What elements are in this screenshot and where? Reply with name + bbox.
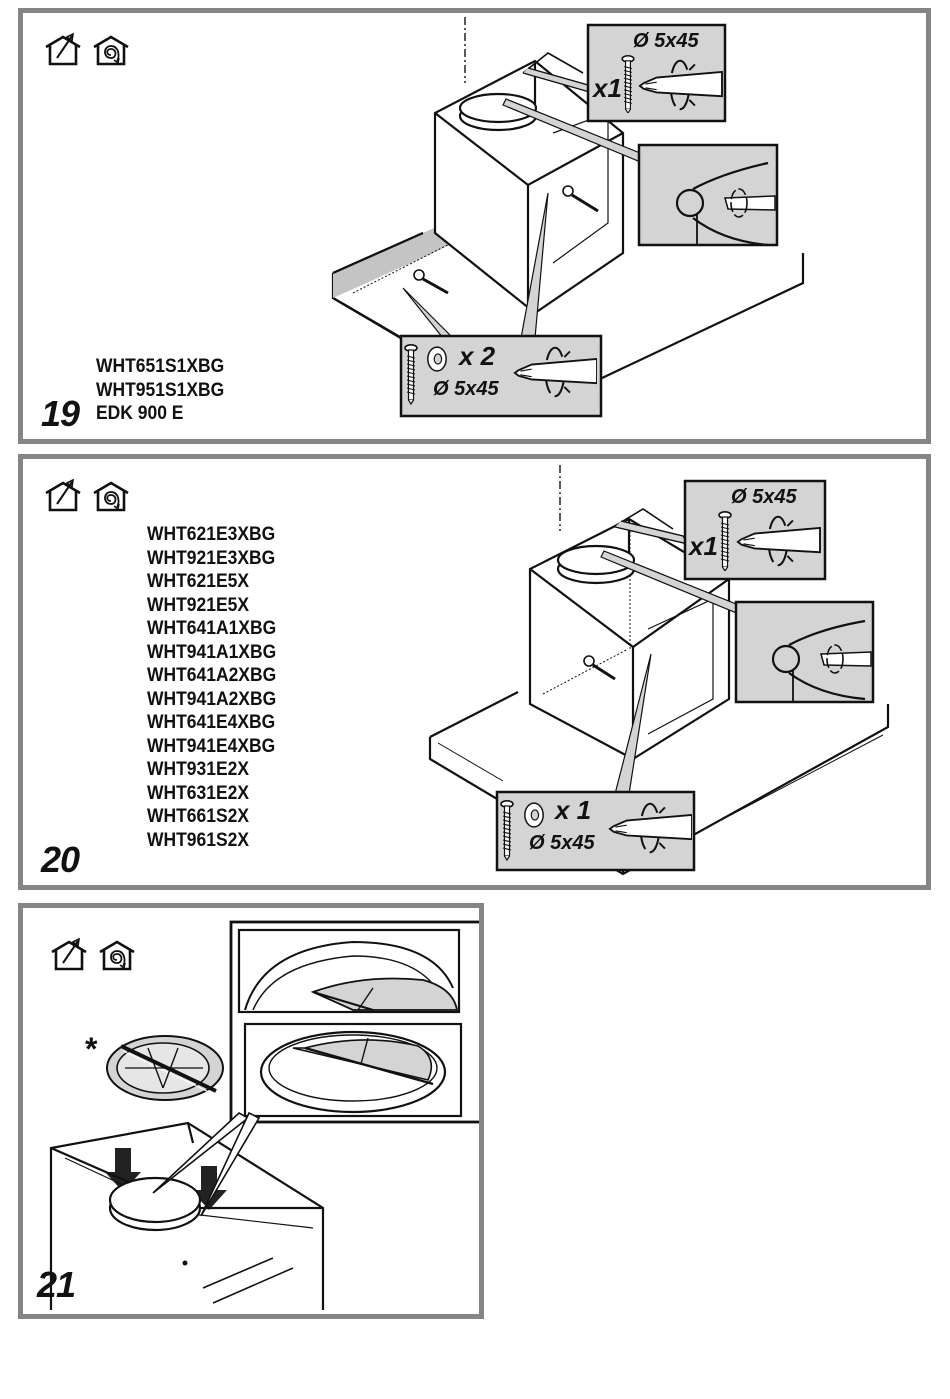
step-21-illustration: * [49, 920, 479, 1310]
model-name: WHT921E5X [147, 594, 250, 616]
step-number: 20 [41, 839, 80, 880]
model-name: WHT661S2X [147, 806, 250, 827]
screw-quantity-label: x 1 [553, 795, 591, 825]
screw-size-label: Ø 5x45 [731, 486, 797, 508]
step-number: 21 [37, 1264, 76, 1305]
model-name: WHT641E4XBG [147, 712, 276, 733]
model-name: WHT941A2XBG [147, 688, 277, 710]
optional-marker: * [85, 1031, 98, 1067]
step-21-panel: * 21 [18, 903, 484, 1319]
side-screw [413, 185, 599, 295]
model-name: WHT631E2X [147, 782, 250, 804]
step-19-panel: Ø 5x45 x1 x 2 Ø 5x45 WHT651S1XBG WHT951S… [18, 8, 931, 444]
screw-size-label: Ø 5x45 [529, 832, 595, 854]
model-name: WHT941E4XBG [147, 735, 276, 757]
model-name: WHT951S1XBG [96, 379, 225, 401]
screw-quantity-label: x1 [591, 73, 622, 103]
callout-screw-washer-x1: x 1 Ø 5x45 [495, 790, 696, 872]
model-name: EDK 900 E [96, 403, 184, 424]
washer-icon [428, 347, 446, 371]
model-name: WHT941A1XBG [147, 641, 277, 663]
callout-detail-zoom [637, 143, 779, 247]
callout-screw-x1: Ø 5x45 x1 [683, 479, 827, 581]
washer-icon [525, 803, 543, 827]
grease-filter [106, 1035, 224, 1101]
model-name: WHT931E2X [147, 759, 250, 780]
step-20-illustration: Ø 5x45 x1 x 1 Ø 5x45 [428, 465, 890, 876]
model-name: WHT621E3XBG [147, 524, 276, 545]
callout-screw-washer-x2: x 2 Ø 5x45 [399, 334, 603, 418]
detail-view-bottom [243, 1022, 463, 1118]
step-20-panel: Ø 5x45 x1 x 1 Ø 5x45 WHT621E3XBG WHT921E… [18, 454, 931, 890]
model-name: WHT641A2XBG [147, 665, 277, 686]
model-name: WHT641A1XBG [147, 618, 277, 639]
screw-quantity-label: x 2 [457, 341, 496, 371]
model-name: WHT651S1XBG [96, 356, 225, 377]
model-name: WHT961S2X [147, 829, 250, 851]
step-19-illustration: Ø 5x45 x1 x 2 Ø 5x45 [331, 17, 805, 418]
model-list: WHT651S1XBG WHT951S1XBG EDK 900 E [96, 355, 224, 426]
model-list: WHT621E3XBG WHT921E3XBG WHT621E5X WHT921… [147, 523, 276, 852]
step-number: 19 [41, 393, 80, 434]
screw-size-label: Ø 5x45 [633, 30, 699, 52]
screw-size-label: Ø 5x45 [433, 378, 499, 400]
screw-quantity-label: x1 [687, 531, 718, 561]
detail-view-top [237, 928, 461, 1014]
side-screw [583, 655, 616, 681]
model-name: WHT921E3XBG [147, 547, 276, 569]
callout-detail-zoom [734, 600, 875, 704]
callout-screw-x1: Ø 5x45 x1 [586, 23, 727, 123]
model-name: WHT621E5X [147, 571, 250, 592]
